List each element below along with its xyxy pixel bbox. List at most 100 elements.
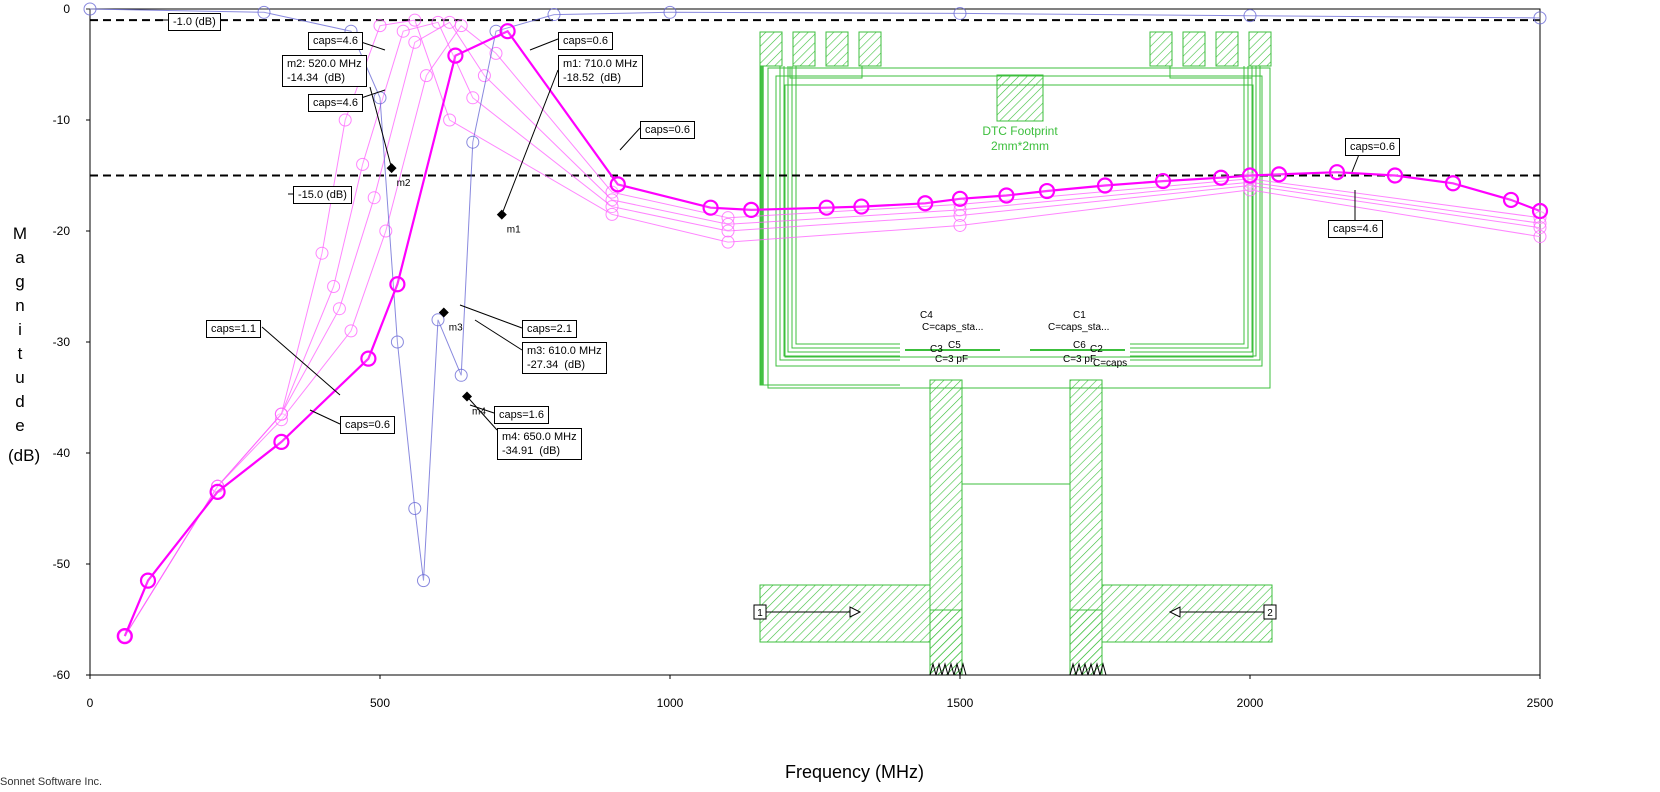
layout-trace [779, 66, 900, 361]
layout-trace [791, 66, 900, 349]
series-point [1154, 172, 1172, 190]
layout-pad [1182, 31, 1206, 67]
reference-label-2: -15.0 (dB) [293, 186, 352, 204]
marker-m3 [438, 307, 449, 318]
ground-symbol [1081, 662, 1089, 676]
series-point [1533, 11, 1547, 25]
series-point [443, 113, 457, 127]
component-label: C=3 pF [935, 354, 968, 365]
annotation-leader [261, 326, 341, 396]
component-label: C2 [1090, 344, 1103, 355]
series-point [1531, 202, 1549, 220]
series-point [466, 135, 480, 149]
y-axis-title-char: d [15, 392, 25, 411]
annotation-leader [469, 404, 495, 414]
caps-annotation: caps=0.6 [340, 416, 395, 434]
ground-symbol [1075, 662, 1083, 676]
series-point [1212, 169, 1230, 186]
series-line [124, 19, 1541, 637]
plot-area [89, 8, 1541, 676]
layout-trace [787, 66, 900, 353]
x-tick-label: 0 [87, 696, 94, 710]
series-point [431, 15, 445, 29]
y-axis-unit: (dB) [8, 446, 41, 465]
y-tick-label: -60 [53, 668, 71, 682]
ground-symbol [947, 662, 955, 676]
marker-label-m3: m3: 610.0 MHz -27.34 (dB) [522, 342, 607, 374]
component-label: C6 [1073, 340, 1086, 351]
series-point [332, 302, 346, 316]
series-point [605, 207, 619, 221]
ground-symbol [953, 662, 961, 676]
y-tick-label: -40 [53, 446, 71, 460]
component-label: C4 [920, 310, 933, 321]
port-2-arrowhead [1168, 606, 1181, 618]
marker-name-m3: m3 [449, 322, 463, 333]
series-point [209, 483, 226, 500]
ground-symbol [1093, 662, 1101, 676]
layout-trace [783, 66, 900, 357]
port-block [759, 584, 931, 643]
component-label: C3 [930, 344, 943, 355]
x-tick-label: 2000 [1237, 696, 1264, 710]
layout-pad [1215, 31, 1239, 67]
y-axis-title-char: i [18, 320, 22, 339]
series-point [998, 187, 1015, 204]
series-point [417, 574, 430, 588]
marker-name-m1: m1 [507, 225, 521, 236]
y-axis-title-char: t [17, 344, 23, 363]
port-1-arrowhead [849, 606, 862, 618]
series-point [390, 335, 404, 349]
series-point [818, 199, 835, 216]
dtc-footprint [996, 74, 1044, 122]
marker-label-m1: m1: 710.0 MHz -18.52 (dB) [558, 55, 643, 87]
y-axis-title-char: g [15, 272, 25, 291]
ground-symbol [1099, 662, 1107, 676]
layout-trace [789, 66, 863, 79]
annotation-leader [619, 127, 641, 151]
series-point [408, 502, 422, 515]
component-label: C=caps [1093, 358, 1127, 369]
series-point [396, 24, 410, 38]
series-point [419, 69, 433, 83]
series-point [489, 46, 503, 60]
series-point [721, 235, 735, 249]
layout-pad [1248, 31, 1272, 67]
series-point [356, 157, 370, 171]
layout-trace [762, 66, 900, 386]
series-point [466, 91, 480, 105]
series-point [499, 23, 516, 40]
x-tick-label: 2500 [1527, 696, 1554, 710]
series-point [1243, 183, 1257, 197]
y-axis-title-char: a [15, 248, 25, 267]
layout-pad [759, 31, 783, 67]
caps-annotation: caps=4.6 [308, 94, 363, 112]
series-point [721, 217, 735, 231]
layout-pad [1149, 31, 1173, 67]
series-point [344, 324, 358, 338]
series-point [454, 368, 468, 382]
series-point [721, 224, 735, 238]
series-point [367, 191, 381, 205]
series-point [83, 2, 97, 16]
layout-trace [1130, 66, 1257, 357]
series-point [408, 35, 422, 49]
caps-annotation: caps=4.6 [1328, 220, 1383, 238]
port-2-label: 2 [1267, 608, 1273, 619]
series-point [702, 199, 719, 216]
series-point [116, 628, 133, 645]
ground-symbol [935, 662, 943, 676]
y-tick-label: -20 [53, 224, 71, 238]
series-point [743, 201, 760, 219]
ground-symbol [929, 662, 937, 676]
series-point [663, 5, 677, 19]
component-label: C=3 pF [1063, 354, 1096, 365]
series-point [1270, 166, 1288, 183]
layout-pad [792, 31, 816, 67]
annotation-leader [459, 304, 523, 329]
caps-annotation: caps=0.6 [558, 32, 613, 50]
layout-trace [1169, 66, 1253, 79]
series-point [953, 6, 967, 20]
series-point [273, 433, 290, 450]
